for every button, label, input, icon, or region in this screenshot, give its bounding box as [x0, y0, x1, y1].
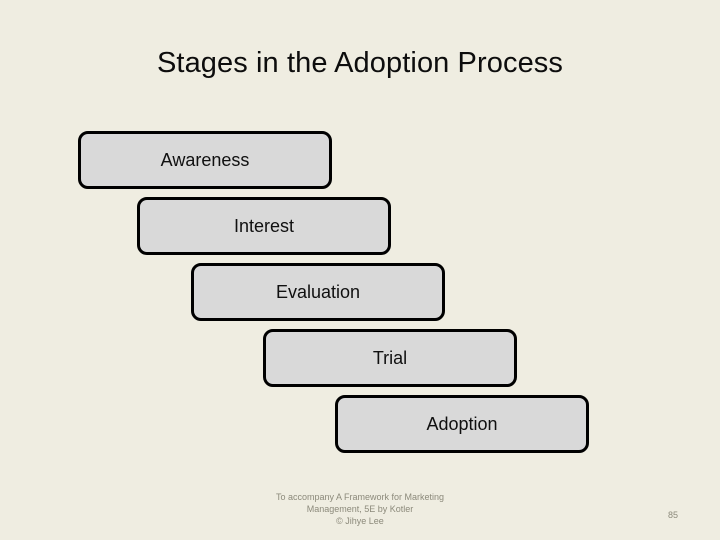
stage-label: Awareness: [160, 150, 250, 170]
footer-line-1: To accompany A Framework for Marketing: [275, 492, 445, 502]
stage-box-interest[interactable]: Interest: [137, 197, 391, 255]
footer-line-2: Management, 5E by Kotler: [306, 503, 414, 514]
stage-box-awareness[interactable]: Awareness: [78, 131, 332, 189]
stage-box-trial[interactable]: Trial: [263, 329, 517, 387]
stage-box-adoption[interactable]: Adoption: [335, 395, 589, 453]
stage-label: Trial: [372, 348, 408, 368]
stage-label: Evaluation: [275, 282, 361, 302]
slide-footer: To accompany A Framework for Marketing M…: [0, 492, 720, 528]
stage-label: Interest: [233, 216, 295, 236]
page-title: Stages in the Adoption Process: [156, 47, 564, 79]
footer-copyright: © Jihye Lee: [336, 515, 384, 526]
stage-label: Adoption: [426, 414, 498, 434]
stage-box-evaluation[interactable]: Evaluation: [191, 263, 445, 321]
page-number: 85: [667, 510, 678, 520]
